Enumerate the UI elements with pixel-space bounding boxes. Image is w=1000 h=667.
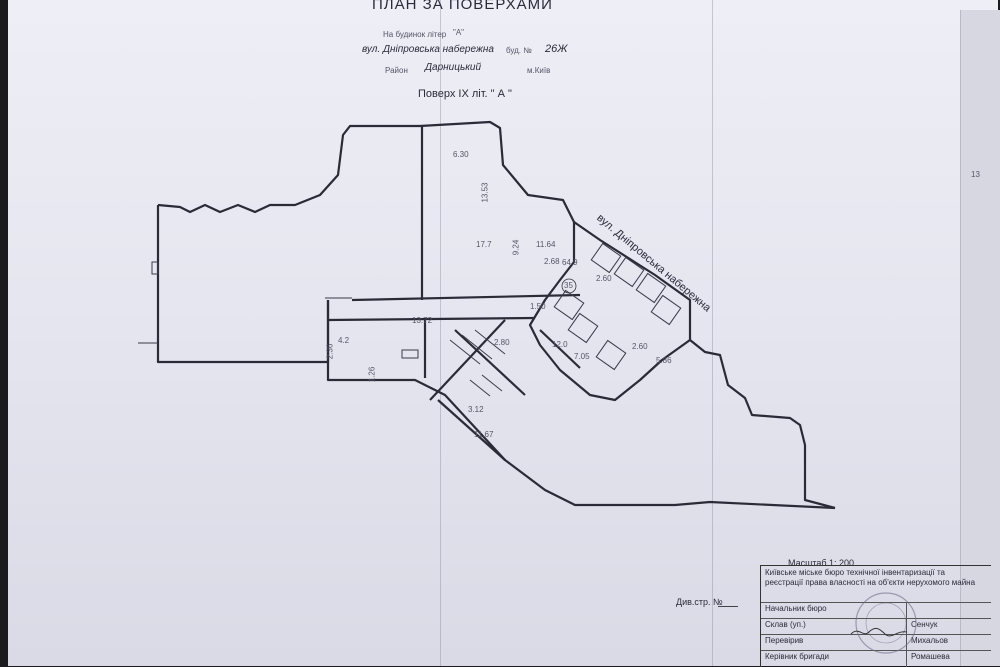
central-core-outline bbox=[326, 300, 836, 510]
scale-label: Масштаб 1: 200 bbox=[788, 558, 855, 568]
dimension-label: 2.60 bbox=[632, 342, 648, 351]
stamp-role: Склав (уп.) bbox=[765, 620, 806, 629]
page-reference-blank bbox=[718, 606, 738, 607]
dimension-label: 64.9 bbox=[562, 258, 578, 267]
dimension-label: 9.24 bbox=[511, 239, 521, 256]
street-value: вул. Дніпровська набережна bbox=[362, 44, 494, 55]
fold-line bbox=[440, 0, 441, 666]
stair-tower-outline bbox=[528, 220, 692, 402]
dimension-label: 5.86 bbox=[656, 356, 672, 365]
stamp-org: Київське міське бюро технічної інвентари… bbox=[765, 568, 976, 587]
dimension-label: 1.50 bbox=[530, 302, 546, 311]
dimension-label: 2.36 bbox=[325, 343, 335, 360]
house-number: 26Ж bbox=[545, 43, 568, 55]
dimension-label: 3.12 bbox=[468, 405, 484, 414]
adjacent-sheet: 13 bbox=[960, 10, 1000, 666]
side-number: 13 bbox=[971, 170, 980, 179]
dimension-label: 17.7 bbox=[476, 240, 492, 249]
stamp-name: Ромашева bbox=[911, 652, 950, 661]
building-label: На будинок літер bbox=[383, 30, 447, 39]
page-reference: Див.стр. № bbox=[676, 597, 723, 607]
document-sheet bbox=[8, 0, 998, 666]
stamp-name: Сенчук bbox=[911, 620, 938, 629]
dimension-label: 11.67 bbox=[474, 430, 494, 439]
title-block-stamp: Київське міське бюро технічної інвентари… bbox=[760, 565, 991, 667]
building-letter: "А" bbox=[453, 28, 465, 37]
dimension-label: 2.68 bbox=[544, 257, 560, 266]
district-label: Район bbox=[385, 66, 408, 75]
dimension-label: 13.72 bbox=[412, 316, 433, 325]
fold-line bbox=[712, 0, 713, 666]
stamp-role: Начальник бюро bbox=[765, 604, 827, 613]
right-wing-outline bbox=[689, 339, 836, 510]
dimension-label: 2.80 bbox=[494, 338, 510, 347]
round-seal-icon bbox=[855, 592, 917, 654]
floor-title: Поверх IX літ. " А " bbox=[418, 88, 512, 100]
stamp-name: Михальов bbox=[911, 636, 949, 645]
dimension-label: 13.53 bbox=[480, 182, 490, 203]
dimension-label: 2.60 bbox=[596, 274, 612, 283]
plan-title: ПЛАН ЗА ПОВЕРХАМИ bbox=[372, 0, 553, 13]
dimension-label: 1.26 bbox=[367, 366, 377, 383]
signature-icon bbox=[850, 627, 908, 637]
city: м.Київ bbox=[527, 66, 551, 75]
dimension-label: 4.2 bbox=[338, 336, 350, 345]
dimension-label: 7.05 bbox=[574, 352, 590, 361]
room-number: 35 bbox=[564, 281, 573, 290]
stamp-role: Керівник бригади bbox=[765, 652, 830, 661]
stamp-role: Перевірив bbox=[765, 636, 804, 645]
dimension-label: 6.30 bbox=[453, 150, 469, 159]
dimension-label: 12.0 bbox=[552, 340, 568, 349]
dimension-label: 11.64 bbox=[536, 240, 556, 249]
district-value: Дарницький bbox=[425, 62, 482, 73]
house-prefix: буд. № bbox=[506, 46, 532, 55]
